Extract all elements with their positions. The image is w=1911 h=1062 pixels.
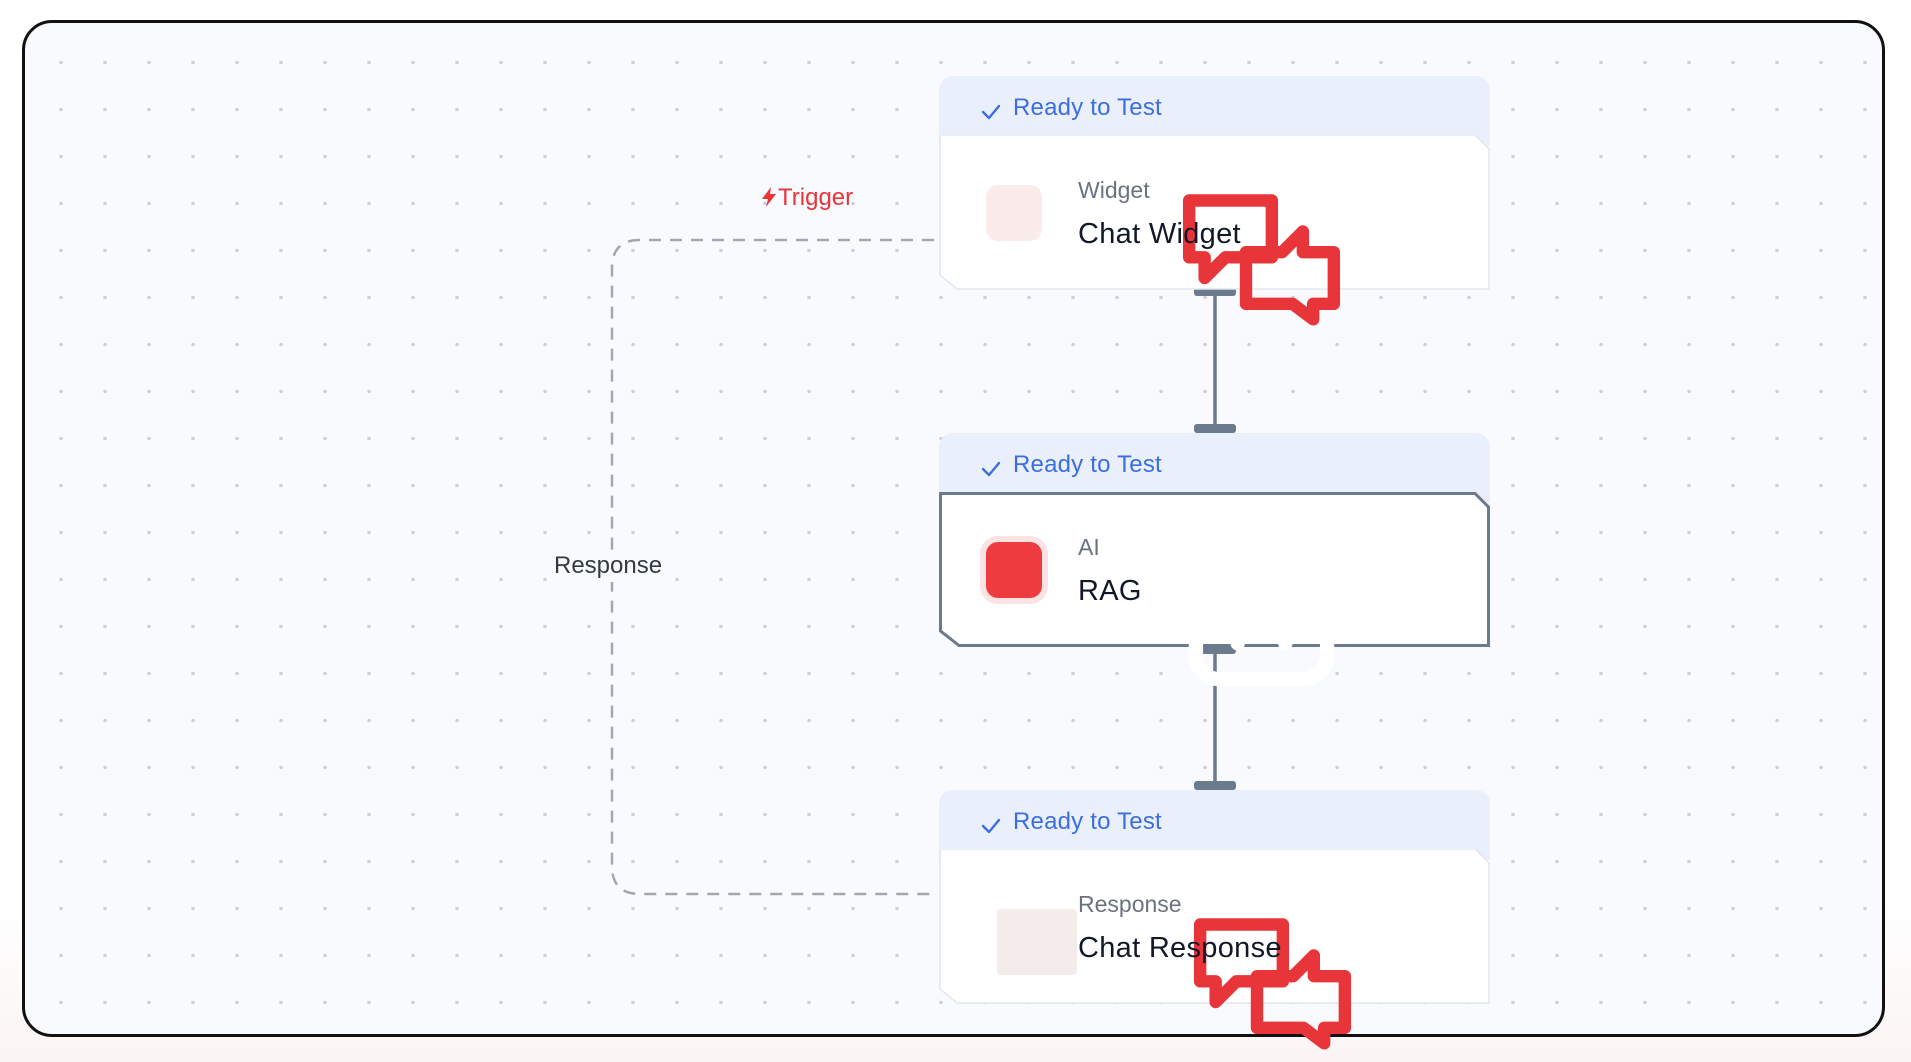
check-icon <box>981 461 1001 477</box>
node-status-text: Ready to Test <box>1013 451 1162 478</box>
chat-bubbles-icon <box>1193 918 1352 1050</box>
node-icon-tile <box>986 542 1353 687</box>
node-type-label: Widget <box>1078 177 1150 203</box>
node-card[interactable]: Widget Chat Widget <box>939 135 1490 326</box>
node-chat-response[interactable]: Ready to Test Response Chat Response <box>939 790 1490 1050</box>
trigger-label-text: Trigger <box>778 184 854 211</box>
check-icon <box>981 104 1001 120</box>
node-card[interactable]: Response Chat Response <box>939 849 1490 1050</box>
node-title: Chat Response <box>1078 932 1282 964</box>
check-icon <box>981 818 1001 834</box>
trigger-edge-label: Trigger <box>760 184 853 212</box>
node-title: RAG <box>1078 575 1142 607</box>
node-card-shape <box>939 135 1490 290</box>
response-label-text: Response <box>554 552 663 579</box>
node-card[interactable]: AI RAG <box>939 492 1490 687</box>
node-title: Chat Widget <box>1078 218 1241 250</box>
node-type-label: AI <box>1078 534 1100 560</box>
node-status-text: Ready to Test <box>1013 94 1162 121</box>
node-type-label: Response <box>1078 891 1182 917</box>
node-rag[interactable]: Ready to Test AI RAG <box>939 433 1490 687</box>
chat-bubbles-icon <box>1182 194 1341 326</box>
node-icon-tile <box>986 185 1341 326</box>
node-status-header: Ready to Test <box>939 433 1490 503</box>
lightning-icon <box>762 187 776 207</box>
node-chat-widget[interactable]: Ready to Test Widget Chat Widget <box>939 76 1490 326</box>
robot-icon <box>1170 546 1353 687</box>
node-card-shape <box>939 492 1490 647</box>
node-status-text: Ready to Test <box>1013 808 1162 835</box>
node-icon-tile <box>997 909 1352 1050</box>
response-edge-label: Response <box>552 550 665 582</box>
